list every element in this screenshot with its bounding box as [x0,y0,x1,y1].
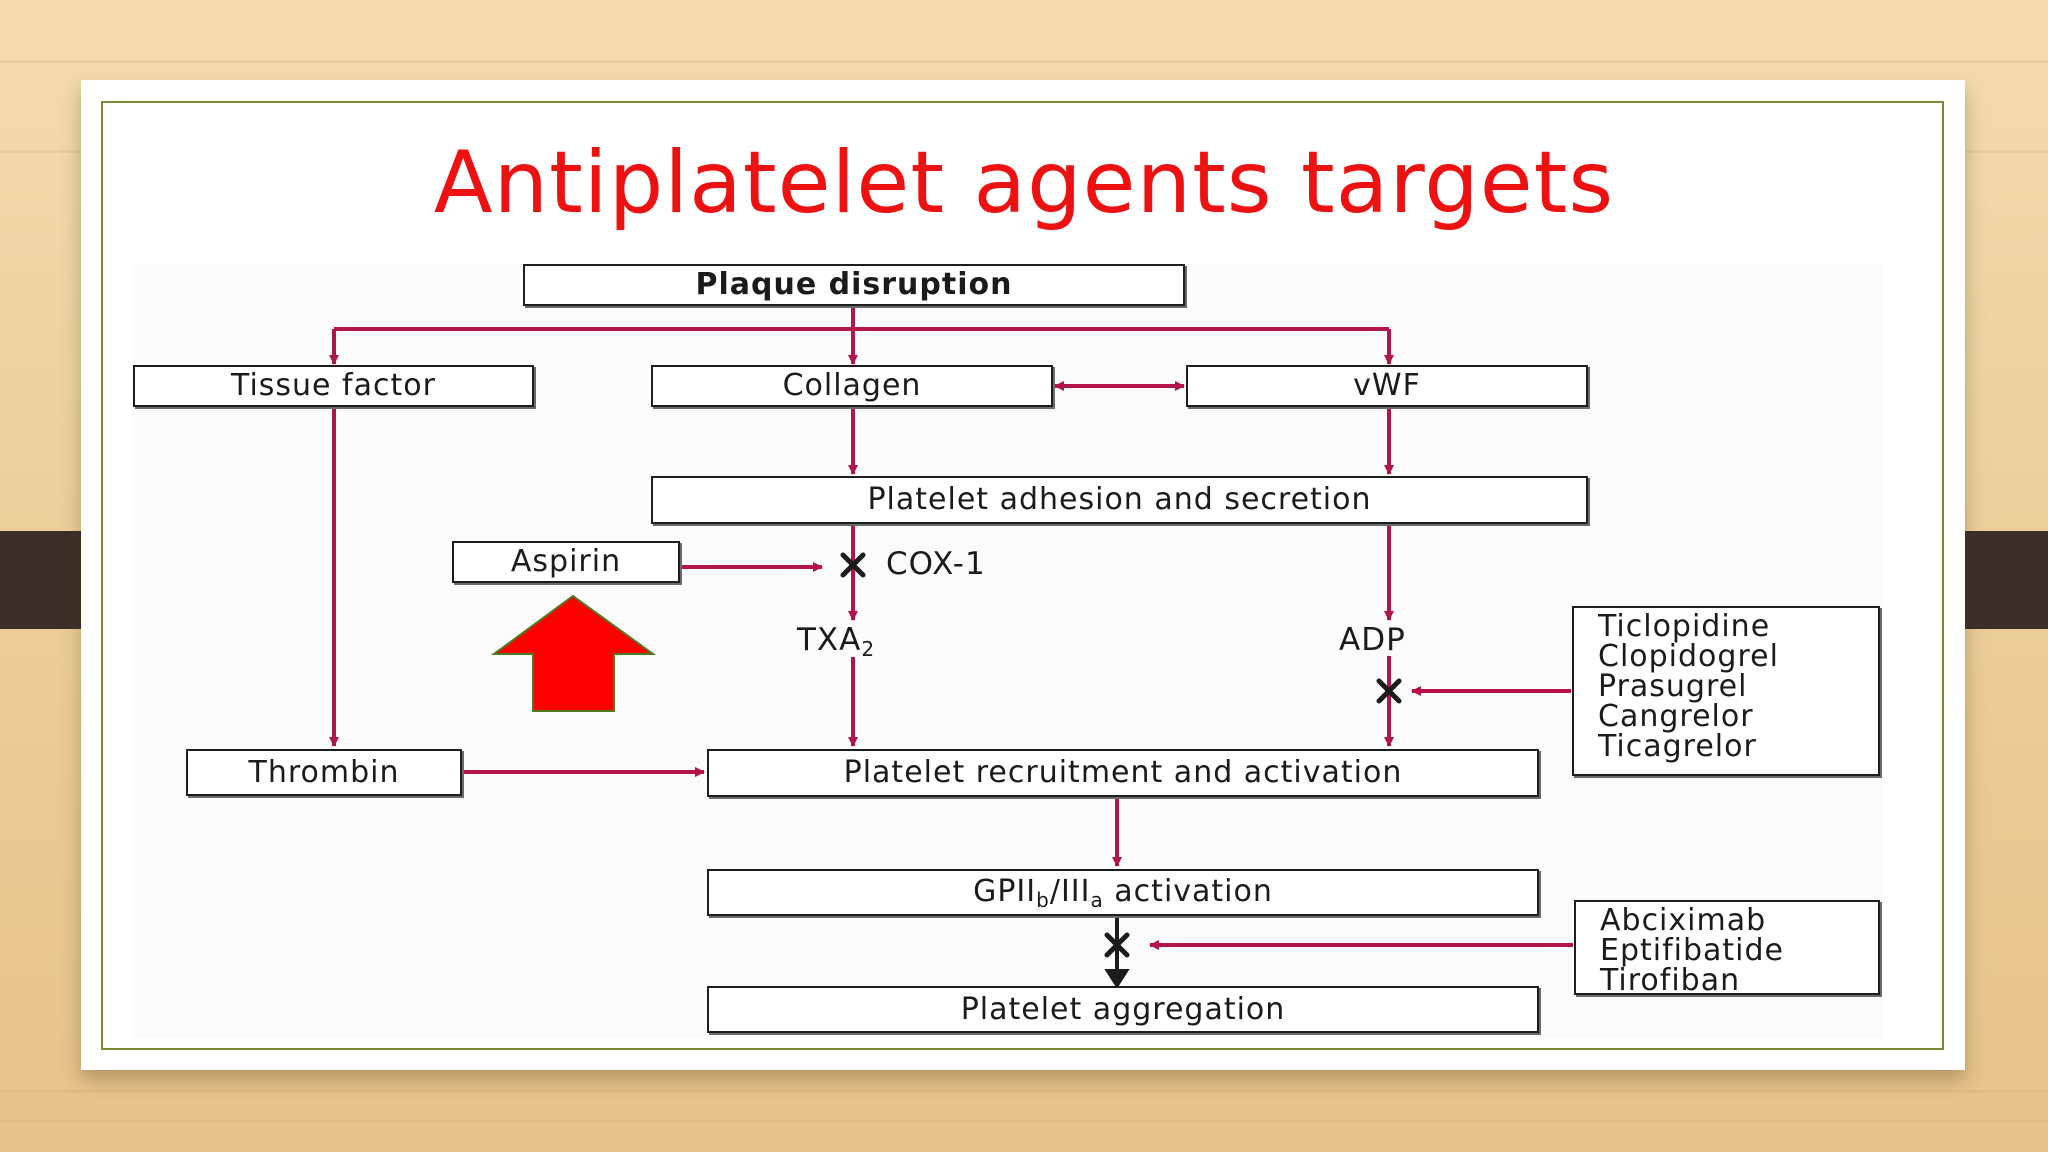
drug-ticlopidine: Ticlopidine [1598,609,1771,644]
adp-label: ADP [1339,622,1406,658]
plaque-disruption-label: Plaque disruption [695,267,1013,302]
gp-inhibitor-list: Abciximab Eptifibatide Tirofiban [1574,900,1880,998]
up-arrow-icon [490,594,657,712]
gp-activation-box: GPIIb/IIIa activation [707,869,1539,916]
recruitment-activation-label: Platelet recruitment and activation [843,755,1403,790]
drug-ticagrelor: Ticagrelor [1598,729,1757,764]
recruitment-activation-box: Platelet recruitment and activation [707,749,1539,797]
aspirin-label: Aspirin [510,544,622,579]
tissue-factor-box: Tissue factor [133,365,534,407]
adhesion-secretion-box: Platelet adhesion and secretion [651,476,1588,524]
aggregation-label: Platelet aggregation [960,992,1286,1027]
vwf-box: vWF [1186,365,1588,407]
txa-text: TXA [797,622,862,658]
vwf-label: vWF [1353,368,1421,403]
slide-frame [101,101,1944,1050]
adp-inhibitor-list: Ticlopidine Clopidogrel Prasugrel Cangre… [1572,606,1880,776]
gp-suffix-text: activation [1103,874,1273,909]
thrombin-box: Thrombin [186,749,462,796]
thrombin-label: Thrombin [248,755,400,790]
gp-text: GPII [973,874,1037,909]
drug-cangrelor: Cangrelor [1598,699,1754,734]
drug-clopidogrel: Clopidogrel [1598,639,1779,674]
aspirin-box: Aspirin [452,541,680,583]
txa2-label: TXA2 [797,622,875,661]
gp-activation-label: GPIIb/IIIa activation [973,874,1273,912]
drug-eptifibatide: Eptifibatide [1600,933,1785,968]
aggregation-box: Platelet aggregation [707,986,1539,1033]
tissue-factor-label: Tissue factor [231,368,436,403]
drug-abciximab: Abciximab [1600,903,1767,938]
adhesion-secretion-label: Platelet adhesion and secretion [867,482,1372,517]
slide-title: Antiplatelet agents targets [433,133,1615,233]
cox1-label: COX-1 [886,546,986,582]
gp-subscript-b: b [1036,888,1050,912]
block-x-icon [840,552,1402,958]
drug-prasugrel: Prasugrel [1598,669,1748,704]
collagen-box: Collagen [651,365,1053,407]
drug-tirofiban: Tirofiban [1600,963,1741,998]
collagen-label: Collagen [782,368,922,403]
txa-subscript: 2 [861,637,876,661]
plaque-disruption-box: Plaque disruption [523,264,1185,306]
gp-subscript-a: a [1090,888,1104,912]
gp-slash-text: /III [1049,874,1091,909]
